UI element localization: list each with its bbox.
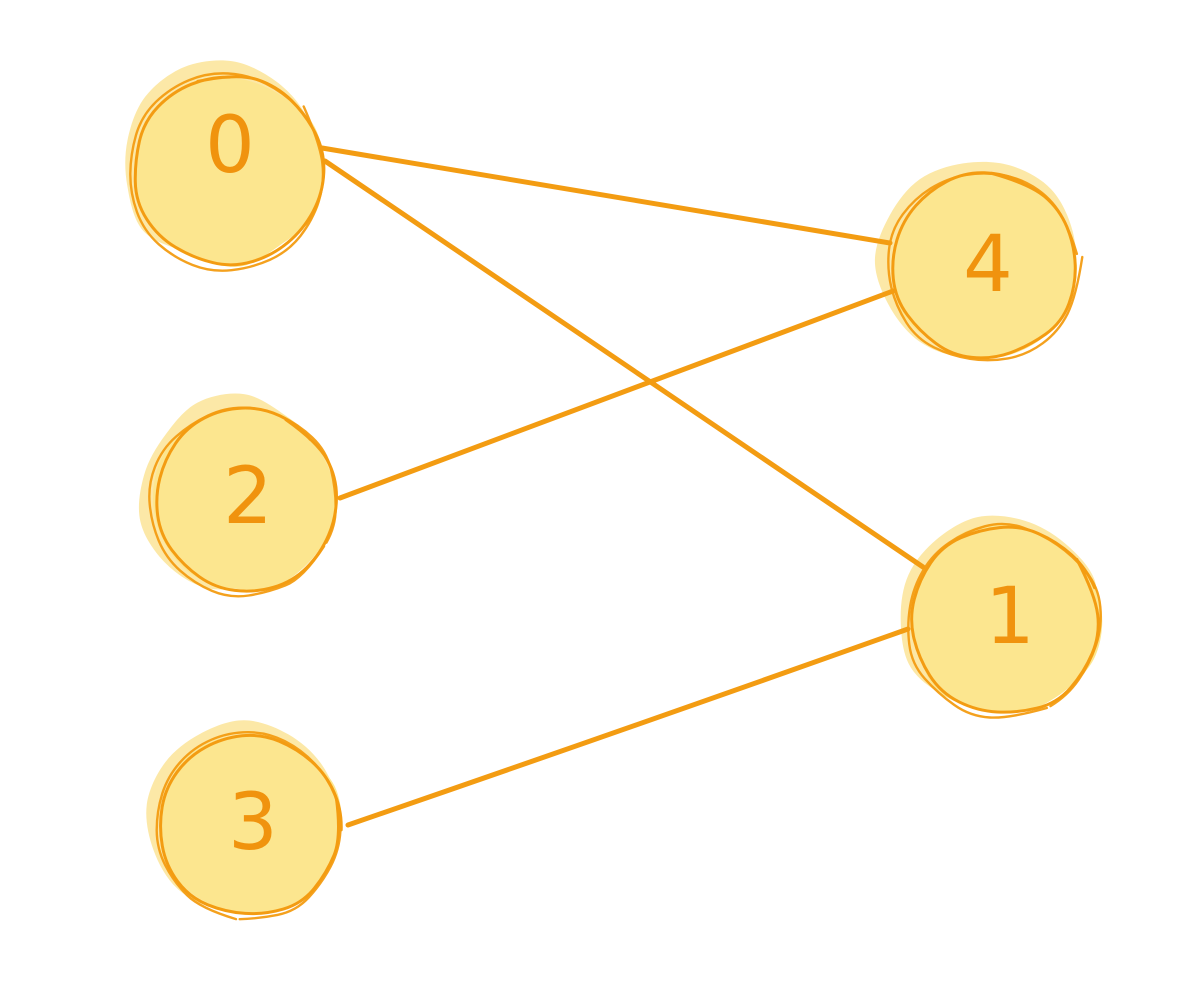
node-label-3: 3 — [228, 778, 278, 868]
node-outline-stroke — [133, 75, 326, 267]
graph-edge-0-1[interactable] — [322, 158, 926, 570]
node-outline-stroke — [907, 522, 1102, 719]
node-layer — [129, 72, 1103, 921]
node-label-1: 1 — [985, 572, 1035, 662]
graph-node-0[interactable] — [129, 72, 326, 272]
graph-node-2[interactable] — [148, 406, 339, 598]
node-fill — [153, 407, 335, 590]
graph-node-4[interactable] — [887, 171, 1084, 362]
node-outline-stroke — [159, 733, 343, 916]
node-outline-stroke — [155, 730, 342, 921]
edge-layer — [319, 145, 926, 828]
node-label-4: 4 — [963, 220, 1013, 310]
graph-node-1[interactable] — [907, 522, 1103, 719]
node-fill — [135, 78, 324, 267]
graph-edge-2-4[interactable] — [337, 288, 896, 501]
node-label-2: 2 — [223, 452, 273, 542]
node-outline-stroke — [148, 406, 337, 598]
graph-node-3[interactable] — [155, 730, 343, 921]
node-outline-stroke — [129, 72, 325, 272]
node-label-layer: 0 4 2 1 3 — [205, 101, 1035, 868]
node-fill — [909, 523, 1103, 714]
node-label-0: 0 — [205, 101, 255, 191]
graph-edge-0-4[interactable] — [319, 145, 893, 246]
node-fill — [892, 172, 1077, 359]
node-fill — [160, 735, 342, 915]
node-outline-stroke — [887, 172, 1084, 362]
graph-edge-3-1[interactable] — [345, 626, 911, 828]
node-outline-stroke — [891, 171, 1077, 360]
